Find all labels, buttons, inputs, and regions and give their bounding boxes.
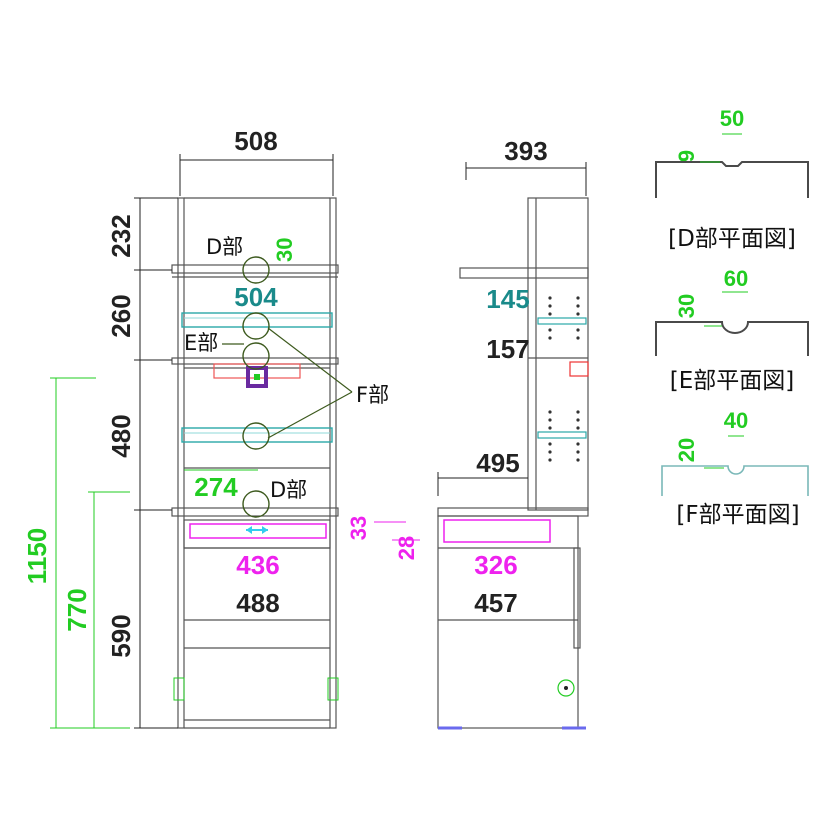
front-width-label: 508 bbox=[234, 126, 277, 156]
lower-shelf bbox=[181, 427, 333, 443]
side-base bbox=[437, 515, 579, 729]
table-height-label: 770 bbox=[62, 588, 92, 631]
top-shelf bbox=[171, 264, 339, 274]
shelf-depth-label: 145 bbox=[486, 284, 529, 314]
callout-f bbox=[242, 422, 270, 450]
base-depth-label: 495 bbox=[476, 448, 519, 478]
front-width-dimension: 508 bbox=[179, 126, 334, 196]
shelf-width-label: 504 bbox=[234, 282, 278, 312]
mid-depth-label: 157 bbox=[486, 334, 529, 364]
right-post bbox=[329, 197, 337, 729]
side-drawer bbox=[443, 519, 551, 543]
label-d-bottom: D部 bbox=[270, 478, 307, 502]
vertical-dimension-chain: 232 260 480 590 bbox=[106, 197, 178, 729]
detail-f: 40 20 [F部平面図] bbox=[661, 408, 809, 528]
height-middle-label: 480 bbox=[106, 414, 136, 457]
detail-f-width: 40 bbox=[724, 408, 748, 433]
detail-f-caption: [F部平面図] bbox=[676, 502, 799, 528]
leveler-right bbox=[327, 677, 339, 701]
pegboard-holes bbox=[548, 296, 580, 462]
gap-b-label: 28 bbox=[394, 536, 419, 560]
green-height-dimensions: 1150 770 bbox=[22, 377, 130, 729]
drawer-width-label: 436 bbox=[236, 550, 279, 580]
detail-d: 50 9 [D部平面図] bbox=[655, 106, 809, 252]
side-depth-label: 393 bbox=[504, 136, 547, 166]
hutch-side-panel bbox=[527, 197, 589, 511]
leveler-left bbox=[173, 677, 185, 701]
detail-e-caption: [E部平面図] bbox=[670, 368, 794, 394]
left-post bbox=[177, 197, 185, 729]
side-view: 393 145 157 495 bbox=[437, 136, 589, 730]
height-upper-label: 260 bbox=[106, 294, 136, 337]
callout-d-bottom bbox=[242, 490, 270, 518]
inner-width-label: 274 bbox=[194, 472, 238, 502]
detail-d-offset: 9 bbox=[674, 150, 699, 162]
upper-shelf bbox=[181, 312, 333, 328]
detail-d-width: 50 bbox=[720, 106, 744, 131]
side-depth-dimension: 393 bbox=[465, 136, 587, 196]
base-width-label: 488 bbox=[236, 588, 279, 618]
marker-offset-label: 30 bbox=[272, 238, 297, 262]
purple-marker bbox=[246, 366, 268, 388]
label-f: F部 bbox=[356, 383, 389, 407]
label-e: E部 bbox=[184, 331, 218, 355]
desk-top bbox=[171, 507, 339, 517]
leg-depth-label: 457 bbox=[474, 588, 517, 618]
callout-d-top bbox=[242, 256, 270, 284]
callout-e-upper bbox=[242, 312, 270, 340]
drawer-depth-label: 326 bbox=[474, 550, 517, 580]
front-view: 508 bbox=[22, 126, 420, 729]
detail-e: 60 30 [E部平面図] bbox=[655, 266, 809, 394]
total-height-label: 1150 bbox=[22, 528, 52, 584]
side-desk-top bbox=[437, 507, 589, 517]
height-base-label: 590 bbox=[106, 614, 136, 657]
detail-e-offset: 30 bbox=[674, 294, 699, 318]
detail-f-offset: 20 bbox=[674, 438, 699, 462]
height-top-label: 232 bbox=[106, 214, 136, 257]
detail-e-width: 60 bbox=[724, 266, 748, 291]
label-d-top: D部 bbox=[206, 235, 243, 259]
detail-d-caption: [D部平面図] bbox=[668, 226, 796, 252]
gap-a-label: 33 bbox=[346, 516, 371, 540]
side-top-shelf bbox=[459, 267, 589, 279]
callout-e-lower bbox=[242, 342, 270, 370]
drawer-face bbox=[189, 523, 327, 539]
